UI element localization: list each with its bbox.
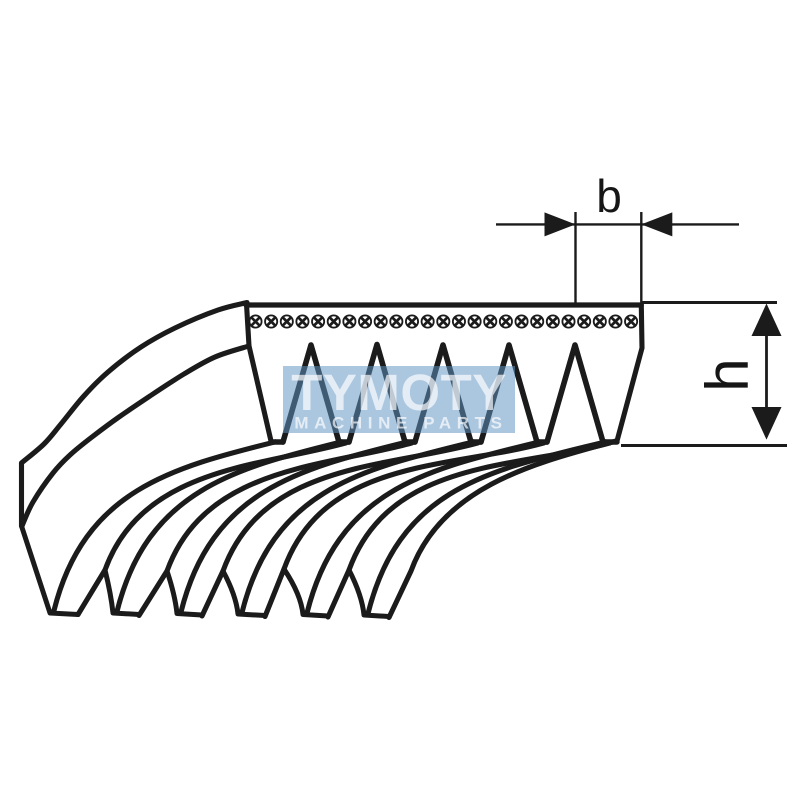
dimension-b: b: [496, 170, 739, 305]
watermark-panel: [283, 366, 515, 433]
hatch-symbol: [530, 314, 545, 329]
cut-face-right-edge: [614, 302, 645, 444]
dimension-h: h: [621, 301, 787, 447]
hatch-symbol-cross: [422, 316, 434, 327]
hatch-symbol-cross: [265, 316, 277, 327]
dim-b-arrow-right: [641, 212, 673, 237]
rib-5-right-silhouette: [325, 440, 613, 620]
cut-groove-5: [544, 342, 606, 445]
dim-b-label: b: [596, 170, 622, 222]
rib-1-right-silhouette: [75, 440, 349, 618]
hatch-symbol: [483, 314, 498, 329]
hatch-symbol-cross: [281, 316, 293, 327]
rib-3-right-silhouette: [199, 440, 481, 619]
hatch-symbol-cross: [594, 316, 606, 327]
hatch-symbol-cross: [547, 316, 559, 327]
hatch-symbol-cross: [437, 316, 449, 327]
hatch-symbol-cross: [563, 316, 574, 327]
rib-1-left-silhouette: [51, 439, 279, 614]
hatch-symbol: [248, 314, 263, 329]
hatch-symbol: [373, 314, 388, 329]
hatch-symbol: [279, 314, 294, 329]
rib-4-right-silhouette: [262, 440, 547, 620]
hatch-symbol: [389, 314, 404, 329]
hatch-symbol: [358, 314, 373, 329]
hatch-symbol: [342, 314, 357, 329]
hatch-symbol-cross: [578, 316, 590, 327]
dim-h-label: h: [694, 358, 761, 391]
dim-b-arrow-left: [544, 212, 576, 237]
dim-h-arrow-top: [751, 303, 782, 336]
rib-2-right-silhouette: [136, 440, 415, 619]
hatch-band: [248, 314, 639, 329]
belt-drawing: [18, 299, 645, 621]
hatch-symbol: [592, 314, 607, 329]
hatch-symbol-cross: [250, 316, 261, 327]
hatch-symbol: [436, 314, 451, 329]
hatch-symbol-cross: [359, 316, 371, 327]
hatch-symbol: [404, 314, 419, 329]
hatch-symbol: [498, 314, 513, 329]
belt-back-outer-edge: [18, 299, 250, 466]
hatch-symbol-cross: [516, 316, 528, 327]
hatch-symbol: [545, 314, 560, 329]
hatch-symbol-cross: [531, 316, 543, 327]
dim-h-arrow-bottom: [751, 407, 782, 440]
near-end-rib-tips: [19, 523, 392, 619]
hatch-symbol-cross: [390, 316, 402, 327]
hatch-symbol-cross: [375, 316, 387, 327]
belt-back-inner-edge: [19, 343, 252, 529]
hatch-symbol-cross: [500, 316, 512, 327]
hatch-symbol-cross: [453, 316, 465, 327]
hatch-symbol: [467, 314, 482, 329]
hatch-symbol-cross: [406, 316, 418, 327]
hatch-symbol: [295, 314, 310, 329]
hatch-symbol: [311, 314, 326, 329]
hatch-symbol: [326, 314, 341, 329]
hatch-symbol: [451, 314, 466, 329]
hatch-symbol: [561, 314, 576, 329]
hatch-symbol: [608, 314, 623, 329]
rib-6-right-silhouette: [386, 438, 619, 621]
hatch-symbol: [420, 314, 435, 329]
hatch-symbol-cross: [609, 316, 621, 327]
hatch-symbol: [264, 314, 279, 329]
hatch-symbol-cross: [328, 316, 340, 327]
hatch-symbol-cross: [312, 316, 324, 327]
hatch-symbol-cross: [484, 316, 496, 327]
hatch-symbol: [624, 314, 639, 329]
cut-face-left-edge: [243, 301, 274, 444]
hatch-symbol: [514, 314, 529, 329]
hatch-symbol-cross: [296, 316, 308, 327]
hatch-symbol-cross: [469, 316, 481, 327]
hatch-symbol-cross: [625, 316, 637, 327]
watermark-title: TYMOTY: [291, 364, 507, 421]
hatch-symbol: [577, 314, 592, 329]
watermark: TYMOTY MACHINE PARTS: [283, 364, 515, 433]
hatch-symbol-cross: [343, 316, 355, 327]
watermark-subtitle: MACHINE PARTS: [294, 414, 507, 433]
